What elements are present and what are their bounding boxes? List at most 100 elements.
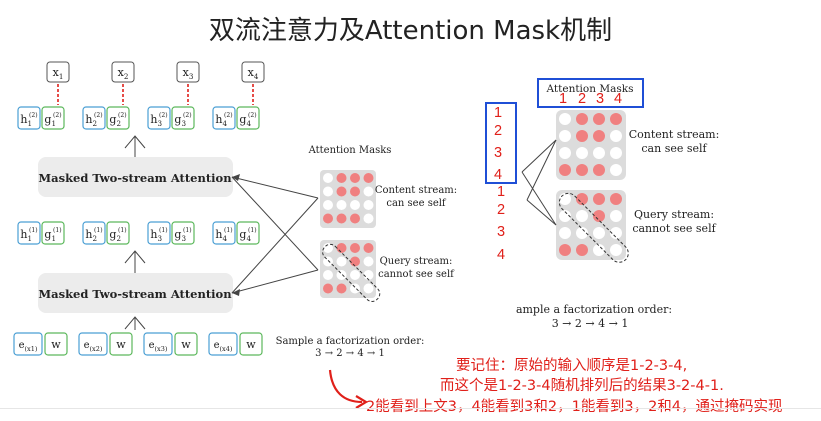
w-box bbox=[239, 332, 263, 356]
layer2-h-box bbox=[147, 106, 171, 130]
layer2-h-box bbox=[17, 106, 41, 130]
layer2-h-box bbox=[82, 106, 106, 130]
layer2-g-label: g1(2) bbox=[44, 112, 61, 128]
layer1-g-label: g4(1) bbox=[239, 227, 256, 243]
page-title: 双流注意力及Attention Mask机制 bbox=[208, 16, 613, 46]
right-content-mask-dot bbox=[610, 130, 622, 142]
left-content-mask-dot bbox=[350, 173, 360, 183]
layer1-g-box bbox=[41, 221, 65, 245]
left-content-label-2: can see self bbox=[386, 198, 447, 209]
w-box bbox=[44, 332, 68, 356]
right-content-mask-dot bbox=[610, 147, 622, 159]
left-masks-title: Attention Masks bbox=[308, 145, 392, 156]
flow-arrow-mid bbox=[124, 250, 146, 273]
layer1-h-box bbox=[147, 221, 171, 245]
layer1-h-label: h4(1) bbox=[215, 227, 232, 243]
right-query-mask-dot bbox=[610, 227, 622, 239]
right-content-mask-dot bbox=[610, 164, 622, 176]
left-content-mask-dot bbox=[336, 173, 347, 183]
masked-attention-block-bottom bbox=[38, 273, 233, 313]
layer1-h-box bbox=[17, 221, 41, 245]
left-query-mask-dot bbox=[363, 243, 374, 253]
left-factorization-label: Sample a factorization order: bbox=[276, 336, 425, 347]
left-content-label-1: Content stream: bbox=[375, 185, 457, 196]
x-token-box bbox=[46, 61, 70, 83]
left-query-mask-dot bbox=[336, 256, 347, 267]
left-query-mask-diagonal-outline bbox=[322, 243, 381, 302]
left-factorization-order: 3 → 2 → 4 → 1 bbox=[315, 348, 385, 359]
flow-arrow-top bbox=[124, 135, 146, 157]
w-box bbox=[174, 332, 198, 356]
w-label: w bbox=[116, 338, 126, 351]
w-label: w bbox=[246, 338, 256, 351]
layer2-g-box bbox=[41, 106, 65, 130]
left-content-mask-dot bbox=[350, 213, 360, 224]
left-content-mask-dot bbox=[323, 213, 333, 224]
left-query-mask-dot bbox=[350, 243, 360, 253]
note-line-3: 2能看到上文3，4能看到3和2，1能看到3，2和4，通过掩码实现 bbox=[366, 399, 783, 415]
x-token-label: x2 bbox=[118, 66, 129, 81]
layer2-g-box bbox=[236, 106, 260, 130]
mask-connector-line bbox=[231, 197, 319, 294]
embedding-box bbox=[143, 332, 173, 356]
right-connector-line bbox=[526, 139, 557, 201]
w-box bbox=[109, 332, 133, 356]
layer1-h-label: h2(1) bbox=[85, 227, 102, 243]
x-token-box bbox=[176, 61, 200, 83]
left-content-mask-dot bbox=[350, 186, 360, 197]
left-query-mask-dot bbox=[350, 283, 360, 294]
right-query-mask-dot bbox=[559, 244, 571, 256]
note-line-2: 而这个是1-2-3-4随机排列后的结果3-2-4-1. bbox=[440, 378, 724, 394]
w-label: w bbox=[51, 338, 61, 351]
mask-connector-line bbox=[231, 269, 319, 294]
right-row-number-box bbox=[485, 102, 517, 184]
embedding-label: e(x1) bbox=[19, 340, 38, 353]
row-number-content-4: 4 bbox=[494, 167, 503, 183]
right-query-mask-dot bbox=[610, 244, 622, 256]
flow-arrow-bottom bbox=[124, 316, 146, 330]
right-connector-line bbox=[521, 171, 557, 226]
embedding-box bbox=[78, 332, 108, 356]
left-content-mask-dot bbox=[363, 200, 374, 210]
right-query-label-2: cannot see self bbox=[632, 222, 716, 235]
layer1-h-label: h3(1) bbox=[150, 227, 167, 243]
right-query-mask-dot bbox=[610, 210, 622, 222]
left-query-mask-dot bbox=[336, 243, 347, 253]
layer1-h-label: h1(1) bbox=[20, 227, 37, 243]
left-query-label-1: Query stream: bbox=[380, 256, 453, 267]
right-query-mask-dot bbox=[559, 227, 571, 239]
right-content-mask-dot bbox=[593, 164, 605, 176]
left-query-mask-dot bbox=[350, 270, 360, 280]
layer1-g-label: g2(1) bbox=[109, 227, 126, 243]
right-content-label-2: can see self bbox=[641, 142, 707, 155]
red-curved-arrowhead bbox=[355, 395, 369, 409]
left-query-mask-dot bbox=[323, 283, 333, 294]
layer2-g-label: g2(2) bbox=[109, 112, 126, 128]
embedding-label: e(x4) bbox=[214, 340, 233, 353]
right-query-mask-bg bbox=[556, 190, 626, 260]
left-content-mask-dot bbox=[363, 186, 374, 197]
mask-connector-arrowhead bbox=[232, 289, 240, 296]
right-query-mask-dot bbox=[593, 244, 605, 256]
right-content-mask-dot bbox=[593, 113, 605, 125]
layer2-h-label: h3(2) bbox=[150, 112, 167, 128]
x-token-label: x3 bbox=[183, 66, 194, 81]
layer1-g-label: g1(1) bbox=[44, 227, 61, 243]
row-number-content-3: 3 bbox=[494, 145, 503, 161]
x-token-label: x1 bbox=[53, 66, 64, 81]
left-content-mask-dot bbox=[323, 186, 333, 197]
layer1-g-box bbox=[171, 221, 195, 245]
row-number-content-1: 1 bbox=[494, 105, 503, 121]
right-content-mask-dot bbox=[559, 164, 571, 176]
right-content-mask-dot bbox=[576, 113, 588, 125]
left-content-mask-dot bbox=[363, 173, 374, 183]
right-content-mask-dot bbox=[593, 130, 605, 142]
left-content-mask-bg bbox=[320, 170, 376, 228]
layer2-g-box bbox=[106, 106, 130, 130]
layer2-h-box bbox=[212, 106, 236, 130]
layer2-g-label: g3(2) bbox=[174, 112, 191, 128]
right-masks-title-box bbox=[537, 78, 644, 108]
right-query-mask-dot bbox=[576, 193, 588, 205]
layer2-h-label: h4(2) bbox=[215, 112, 232, 128]
right-query-mask-dot bbox=[610, 193, 622, 205]
